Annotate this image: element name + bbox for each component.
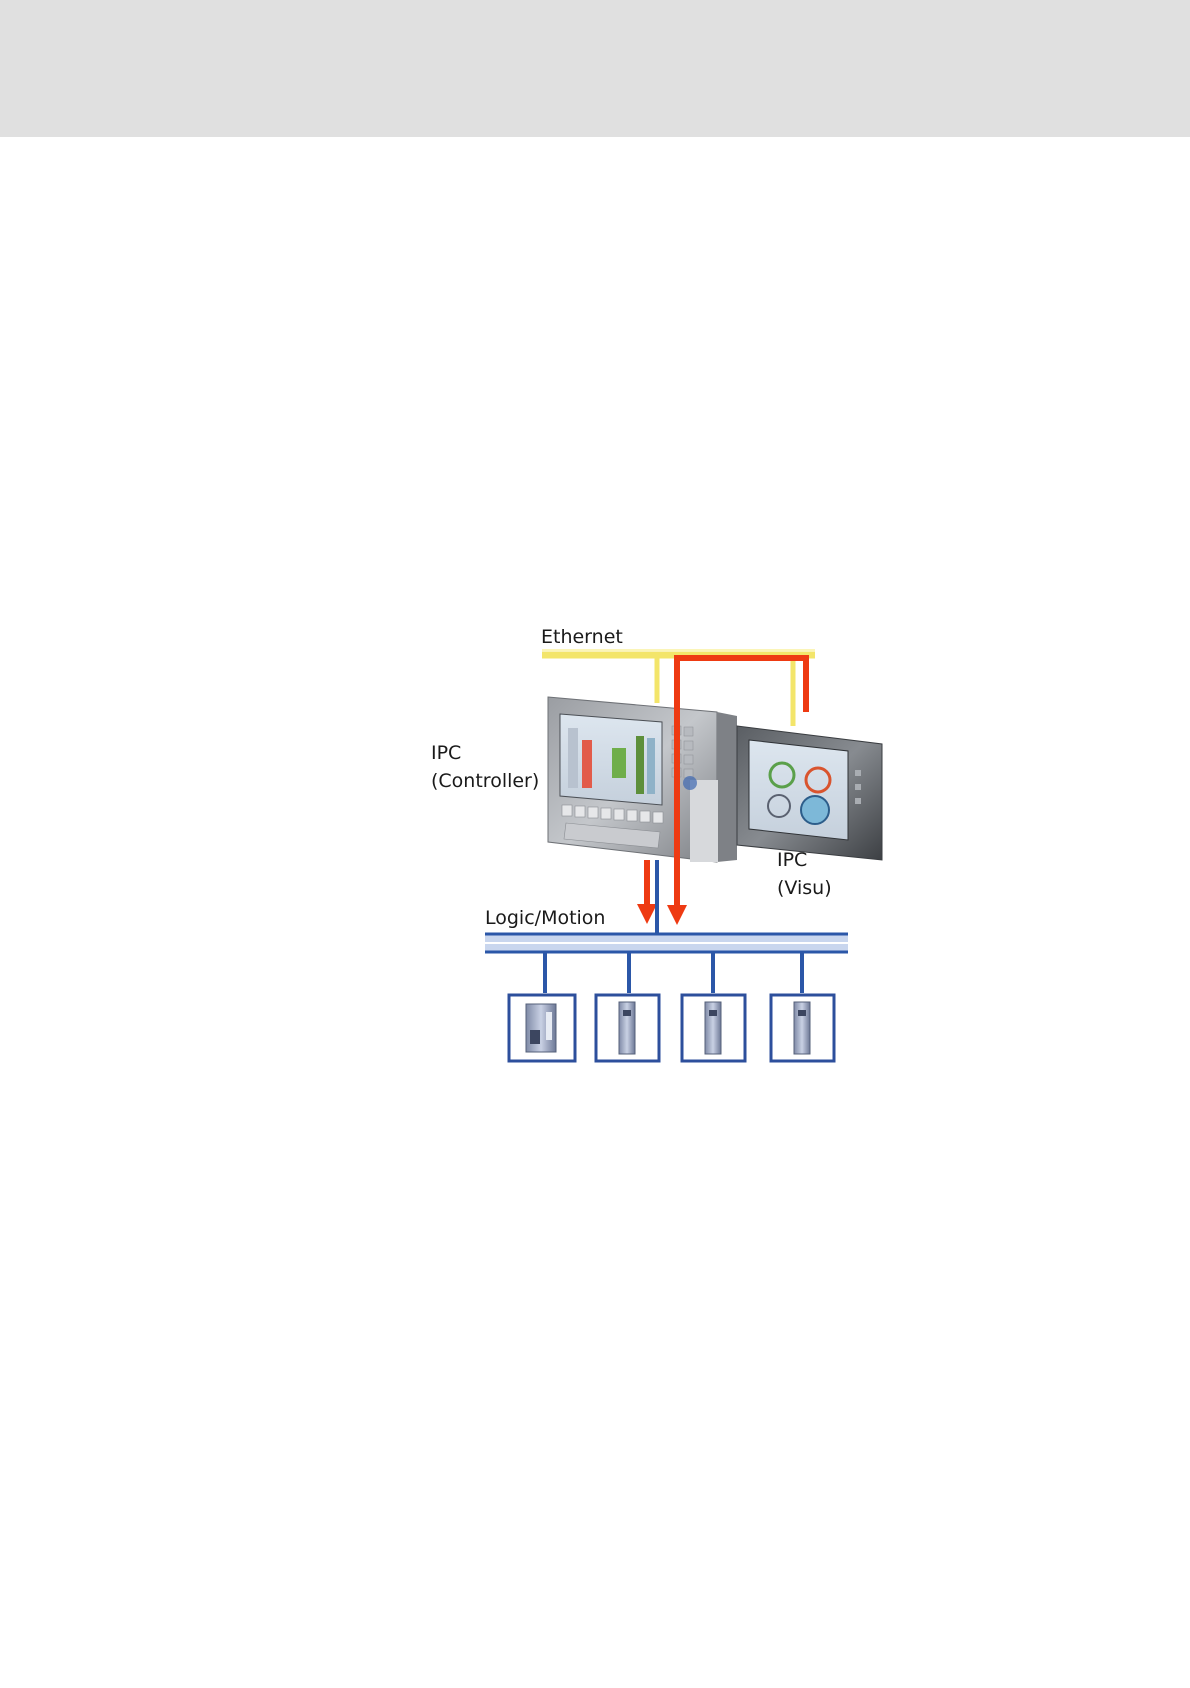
controller-panel-icon xyxy=(548,697,737,862)
ipc-visu-label-line1: IPC xyxy=(777,846,807,874)
ipc-controller-label-line2: (Controller) xyxy=(431,767,539,795)
ipc-controller-label-line1: IPC xyxy=(431,739,461,767)
visu-panel-icon xyxy=(737,726,882,860)
drive-device-2 xyxy=(596,995,659,1061)
ipc-visu-label-line2: (Visu) xyxy=(777,874,832,902)
logic-motion-label: Logic/Motion xyxy=(485,904,605,932)
ethernet-label: Ethernet xyxy=(541,623,623,651)
drive-device-3 xyxy=(682,995,745,1061)
drive-device-4 xyxy=(771,995,834,1061)
drive-device-1 xyxy=(509,995,575,1061)
